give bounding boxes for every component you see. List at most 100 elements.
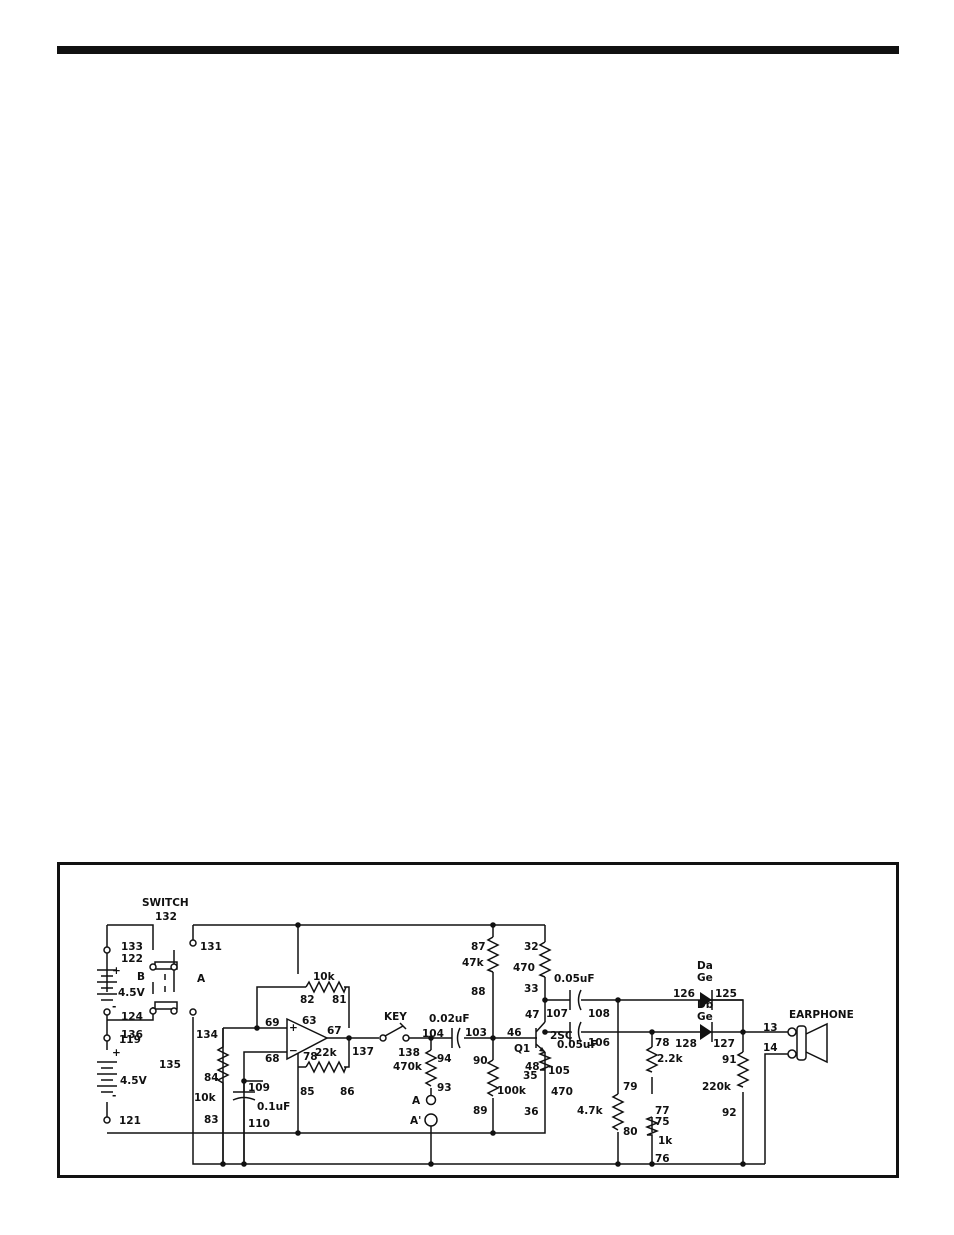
diode-b-material: Ge: [697, 1011, 713, 1023]
feedback-bottom-value: 22k: [315, 1047, 338, 1059]
resistors: [216, 936, 750, 1164]
r-470-top-value: 470: [513, 962, 535, 974]
label-126: 126: [673, 988, 695, 1000]
label-75: 75: [655, 1116, 670, 1128]
diode-a-label: Da: [697, 960, 713, 972]
label-32: 32: [524, 941, 539, 953]
diode-b-symbol: [700, 1022, 713, 1042]
label-67: 67: [327, 1025, 342, 1037]
label-107: 107: [546, 1008, 568, 1020]
diode-a-material: Ge: [697, 972, 713, 984]
c-top-value: 0.05uF: [554, 973, 595, 985]
earphone-label: EARPHONE: [789, 1009, 854, 1021]
label-127: 127: [713, 1038, 735, 1050]
label-83: 83: [204, 1114, 219, 1126]
switch-symbol: [149, 939, 197, 1016]
label-47: 47: [525, 1009, 540, 1021]
label-110: 110: [248, 1118, 270, 1130]
wires: [106, 924, 789, 1165]
label-switch-b: B: [137, 971, 145, 983]
key-symbol: [379, 1022, 410, 1042]
label-92: 92: [722, 1107, 737, 1119]
battery-bottom-symbol: [97, 1061, 117, 1093]
label-121: 121: [119, 1115, 141, 1127]
label-93: 93: [437, 1082, 452, 1094]
label-36: 36: [524, 1106, 539, 1118]
label-63: 63: [302, 1015, 317, 1027]
label-89: 89: [473, 1105, 488, 1117]
label-108: 108: [588, 1008, 610, 1020]
label-135: 135: [159, 1059, 181, 1071]
label-106: 106: [588, 1037, 610, 1049]
label-109: 109: [248, 1082, 270, 1094]
c-01-value: 0.1uF: [257, 1101, 290, 1113]
label-87: 87: [471, 941, 486, 953]
r-470k-value: 470k: [393, 1061, 423, 1073]
q1-label: Q1: [514, 1043, 530, 1055]
labels: SWITCH 132 133 122 B 131 A 134 124 136 1…: [112, 897, 854, 1165]
r-4-7k-value: 4.7k: [577, 1105, 604, 1117]
transistor-symbol: [535, 1021, 546, 1053]
label-103: 103: [465, 1027, 487, 1039]
r-470-bottom-value: 470: [551, 1086, 573, 1098]
label-86: 86: [340, 1086, 355, 1098]
label-77: 77: [655, 1105, 670, 1117]
battery-top-plus: +: [112, 965, 121, 977]
label-46: 46: [507, 1027, 522, 1039]
label-14: 14: [763, 1042, 778, 1054]
r-100k-value: 100k: [497, 1085, 527, 1097]
r-1k-value: 1k: [658, 1135, 673, 1147]
label-124: 124: [121, 1011, 143, 1023]
label-94: 94: [437, 1053, 452, 1065]
label-136: 136: [121, 1029, 143, 1041]
diode-a-symbol: [700, 990, 713, 1010]
label-48: 48: [525, 1061, 540, 1073]
r-220k-value: 220k: [702, 1081, 732, 1093]
label-138: 138: [398, 1047, 420, 1059]
circuit-schematic: SWITCH 132 133 122 B 131 A 134 124 136 1…: [57, 862, 899, 1178]
label-90: 90: [473, 1055, 488, 1067]
battery-bottom-voltage: 4.5V: [120, 1075, 148, 1087]
opamp-minus: −: [289, 1045, 298, 1057]
label-91: 91: [722, 1054, 737, 1066]
battery-terminals: [103, 946, 111, 1124]
jack-terminals: [424, 1094, 438, 1127]
label-122: 122: [121, 953, 143, 965]
label-13: 13: [763, 1022, 778, 1034]
label-104: 104: [422, 1028, 444, 1040]
schematic-frame: SWITCH 132 133 122 B 131 A 134 124 136 1…: [57, 862, 899, 1178]
battery-bottom-minus: -: [112, 1090, 116, 1102]
r-bias-value: 10k: [194, 1092, 217, 1104]
label-33: 33: [524, 983, 539, 995]
label-82: 82: [300, 994, 315, 1006]
label-119: 119: [119, 1034, 141, 1046]
key-label: KEY: [384, 1011, 407, 1023]
earphone-symbol: [787, 1022, 828, 1064]
label-137: 137: [352, 1046, 374, 1058]
label-78: 78: [655, 1037, 670, 1049]
label-85: 85: [300, 1086, 315, 1098]
jack-a-prime: A': [410, 1115, 421, 1127]
battery-top-minus: -: [112, 1001, 116, 1013]
feedback-top-value: 10k: [313, 971, 336, 983]
label-131: 131: [200, 941, 222, 953]
capacitors: [232, 989, 582, 1164]
opamp-symbol: [286, 1017, 329, 1061]
label-79: 79: [623, 1081, 638, 1093]
top-rule: [57, 46, 899, 54]
label-78-opamp: 78: [303, 1051, 318, 1063]
label-125: 125: [715, 988, 737, 1000]
label-134: 134: [196, 1029, 218, 1041]
q1-type: 2SC: [550, 1030, 573, 1042]
label-133: 133: [121, 941, 143, 953]
label-81: 81: [332, 994, 347, 1006]
label-84: 84: [204, 1072, 219, 1084]
schematic-border: [57, 862, 899, 1178]
label-128: 128: [675, 1038, 697, 1050]
label-76: 76: [655, 1153, 670, 1165]
label-switch-a: A: [197, 973, 206, 985]
switch-title: SWITCH: [142, 897, 189, 909]
battery-top-voltage: 4.5V: [118, 987, 146, 999]
label-105: 105: [548, 1065, 570, 1077]
r-2-2k-value: 2.2k: [657, 1053, 684, 1065]
